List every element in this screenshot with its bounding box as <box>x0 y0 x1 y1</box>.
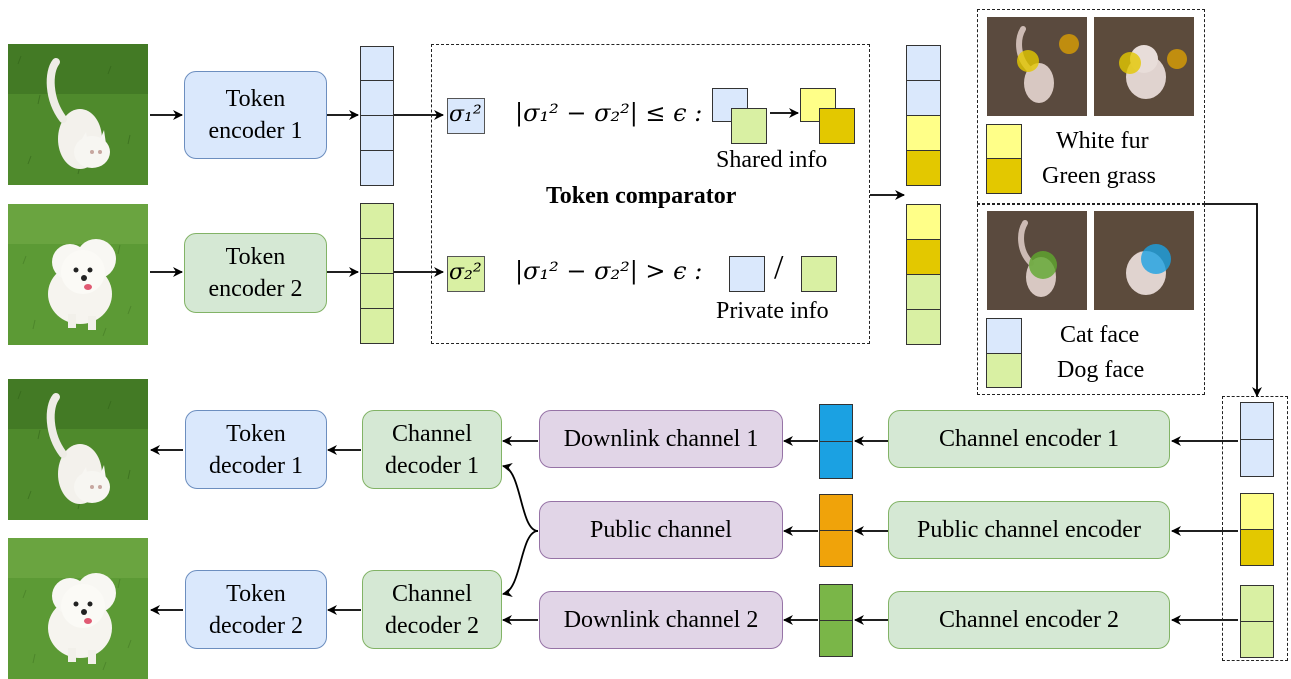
token-cell <box>906 274 941 310</box>
token-cell <box>906 204 941 240</box>
sigma1-token <box>447 98 485 134</box>
channel-decoder-2: Channel decoder 2 <box>362 570 502 649</box>
token-cell <box>906 80 941 116</box>
sigma2-label: σ₂² <box>449 260 482 285</box>
token-cell <box>360 308 394 344</box>
tx-token-cell <box>1240 621 1274 658</box>
private-info-label: Private info <box>716 298 829 324</box>
shared-green-token <box>731 108 767 144</box>
cat-private-attention-map <box>987 211 1087 310</box>
tx-token-cell <box>1240 529 1274 566</box>
legend-green-grass: Green grass <box>1042 163 1156 189</box>
shared-info-label: Shared info <box>716 147 828 173</box>
channel-encoder-2: Channel encoder 2 <box>888 591 1170 649</box>
tx-token-cell <box>1240 439 1274 477</box>
dog-photo-input <box>8 204 148 345</box>
cat-shared-attention-map <box>987 17 1087 116</box>
private-green-token <box>801 256 837 292</box>
legend-white-fur-swatch <box>986 124 1022 159</box>
shared-condition: |σ₁² − σ₂²| ≤ ϵ : <box>515 99 703 127</box>
cat-photo-output <box>8 379 148 520</box>
token-comparator-title: Token comparator <box>546 183 737 209</box>
token-cell <box>360 203 394 239</box>
legend-cat-face: Cat face <box>1060 322 1140 348</box>
token-cell <box>906 150 941 186</box>
token-comparator-panel <box>431 44 870 344</box>
token-cell <box>360 238 394 274</box>
legend-cat-face-swatch <box>986 318 1022 354</box>
token-cell <box>906 45 941 81</box>
downlink-channel-1: Downlink channel 1 <box>539 410 783 468</box>
tx-token-cell <box>1240 402 1274 440</box>
channel-decoder-1: Channel decoder 1 <box>362 410 502 489</box>
token-encoder-1: Token encoder 1 <box>184 71 327 159</box>
private-condition: |σ₁² − σ₂²| > ϵ : <box>515 257 703 285</box>
cat-photo-input <box>8 44 148 185</box>
tx-token-cell <box>1240 493 1274 530</box>
downlink2-token <box>819 620 853 657</box>
transmit-token-panel <box>1222 396 1288 661</box>
legend-dog-face-swatch <box>986 353 1022 388</box>
public-channel: Public channel <box>539 501 783 559</box>
sigma2-token <box>447 256 485 292</box>
channel-encoder-1: Channel encoder 1 <box>888 410 1170 468</box>
public-token <box>819 494 853 531</box>
legend-white-fur: White fur <box>1056 128 1149 154</box>
shared-legend-panel <box>977 9 1205 204</box>
token-cell <box>360 115 394 151</box>
public-channel-encoder: Public channel encoder <box>888 501 1170 559</box>
downlink1-token <box>819 441 853 479</box>
token-cell <box>906 309 941 345</box>
dog-photo-output <box>8 538 148 679</box>
token-decoder-1: Token decoder 1 <box>185 410 327 489</box>
token-decoder-2: Token decoder 2 <box>185 570 327 649</box>
private-slash: / <box>774 249 784 286</box>
dog-shared-attention-map <box>1094 17 1194 116</box>
public-token <box>819 530 853 567</box>
token-cell <box>360 46 394 81</box>
token-encoder-2: Token encoder 2 <box>184 233 327 313</box>
sigma1-label: σ₁² <box>449 102 482 127</box>
legend-green-grass-swatch <box>986 158 1022 194</box>
token-cell <box>906 239 941 275</box>
shared-dark-yellow-token <box>819 108 855 144</box>
token-cell <box>360 150 394 186</box>
tx-token-cell <box>1240 585 1274 622</box>
dog-private-attention-map <box>1094 211 1194 310</box>
downlink1-token <box>819 404 853 442</box>
legend-dog-face: Dog face <box>1057 357 1145 383</box>
private-legend-panel <box>977 204 1205 395</box>
downlink-channel-2: Downlink channel 2 <box>539 591 783 649</box>
private-blue-token <box>729 256 765 292</box>
downlink2-token <box>819 584 853 621</box>
token-cell <box>360 80 394 116</box>
token-cell <box>906 115 941 151</box>
token-cell <box>360 273 394 309</box>
